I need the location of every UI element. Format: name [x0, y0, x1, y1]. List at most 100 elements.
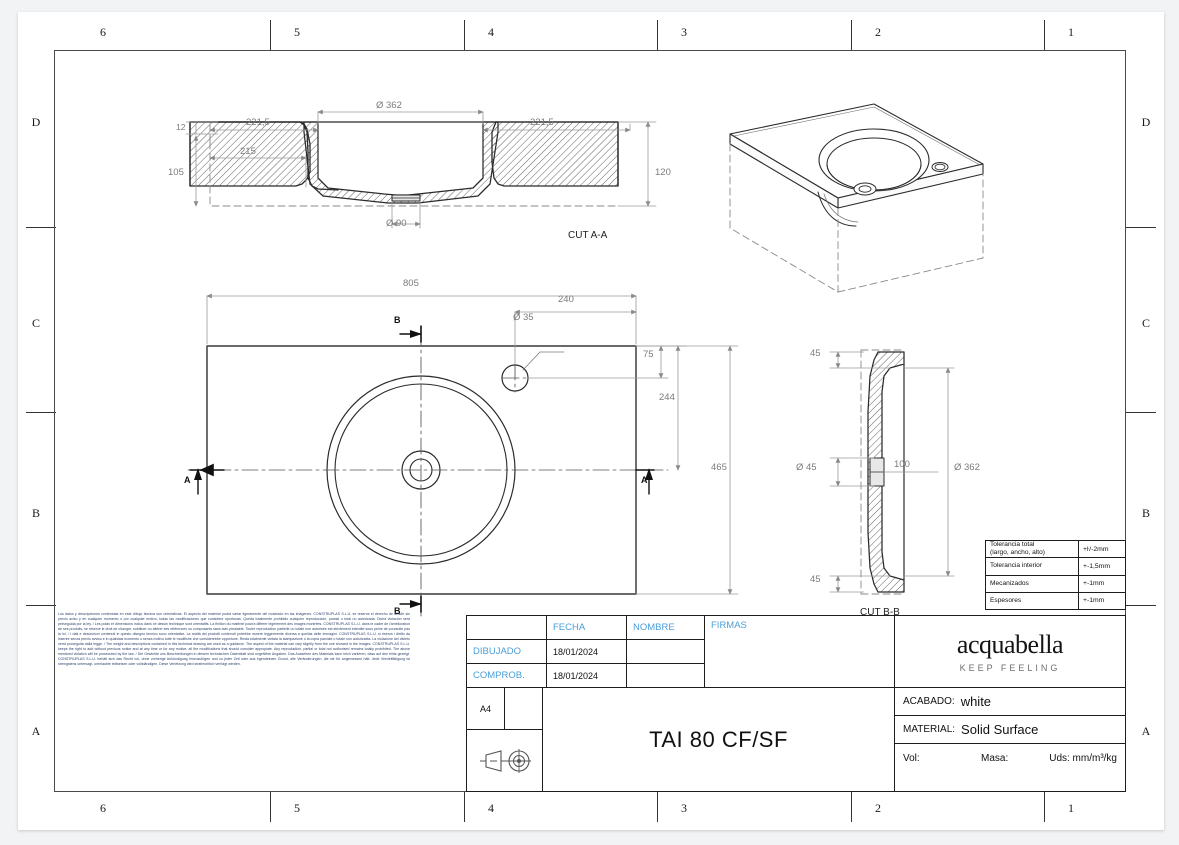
legal-disclaimer: Los datos y descripciones contenidas en …	[58, 612, 410, 762]
revision-label-dibujado: DIBUJADO	[467, 640, 546, 664]
zone-bottom-2: 2	[875, 801, 881, 815]
tolerance-key-line2: (largo, ancho, alto)	[990, 549, 1045, 557]
dim-bowl-dia: Ø 362	[376, 100, 402, 111]
format-row: A4	[467, 688, 542, 730]
brand-logo: acquabella KEEP FEELING	[895, 616, 1125, 688]
dim-bb-bottom-45: 45	[810, 574, 821, 585]
revision-header-firmas: FIRMAS	[711, 620, 747, 631]
units-row: Vol: Masa: Uds: mm/m³/kg	[895, 744, 1125, 772]
zone-left-b: B	[31, 506, 40, 520]
revision-header-fecha: FECHA	[547, 616, 626, 640]
zone-right-c: C	[1141, 316, 1150, 330]
zone-bottom-5: 5	[294, 801, 300, 815]
zone-left-c: C	[31, 316, 40, 330]
tolerance-key: Espesores	[986, 592, 1079, 609]
revision-table: DIBUJADO COMPROB. FECHA 18/01/2024 18/01…	[467, 616, 894, 688]
tolerance-key-line1: Espesores	[990, 596, 1022, 604]
drawing-sheet: 6 5 4 3 2 1 6 5 4 3 2 1 D C B A D C B A	[18, 12, 1164, 830]
tolerance-row: Tolerancia total (largo, ancho, alto) +ŀ…	[986, 541, 1125, 559]
revision-col-nombre: NOMBRE	[627, 616, 705, 687]
section-bb-dimensions	[829, 351, 955, 593]
dim-thickness: 12	[176, 122, 186, 132]
zone-top-3: 3	[681, 25, 687, 39]
dim-bb-top-45: 45	[810, 348, 821, 359]
section-mark-a-left: A	[184, 475, 191, 485]
zone-top-6: 6	[100, 25, 106, 39]
finish-row: ACABADO: white	[895, 688, 1125, 716]
zone-top-1: 1	[1068, 25, 1074, 39]
brand-tagline: KEEP FEELING	[959, 663, 1061, 673]
legal-text: Los datos y descripciones contenidas en …	[58, 612, 410, 667]
tolerance-value: +ŀ/-2mm	[1083, 545, 1109, 553]
dim-tap-from-top: 75	[643, 349, 654, 360]
dim-overall-width: 805	[403, 278, 419, 289]
revision-label-comprob: COMPROB.	[473, 670, 525, 681]
tolerance-value: +-1,5mm	[1083, 563, 1111, 571]
finish-value: white	[960, 694, 992, 709]
section-mark-b-bottom: B	[394, 606, 401, 616]
volume-label: Vol:	[903, 752, 920, 764]
tolerance-key: Mecanizados	[986, 575, 1079, 592]
dim-height-120: 120	[655, 167, 671, 178]
title-block: DIBUJADO COMPROB. FECHA 18/01/2024 18/01…	[466, 615, 1126, 792]
zone-bottom-4: 4	[488, 801, 494, 815]
revision-col-label: DIBUJADO COMPROB.	[467, 616, 547, 687]
format-blank-cell	[505, 688, 542, 729]
technical-drawing-canvas	[185, 103, 984, 618]
revision-fecha-dibujado: 18/01/2024	[547, 640, 626, 664]
tolerance-key: Tolerancia total (largo, ancho, alto)	[986, 541, 1079, 558]
revision-col-firmas: FIRMAS	[705, 616, 894, 687]
zone-right-a: A	[1141, 724, 1151, 738]
projection-symbol-cell	[467, 730, 542, 791]
brand-name: acquabella	[956, 630, 1064, 659]
title-block-bottom: A4	[467, 688, 894, 791]
zone-left-a: A	[31, 724, 41, 738]
section-mark-b-top: B	[394, 315, 401, 325]
zone-bottom-1: 1	[1068, 801, 1074, 815]
format-and-projection: A4	[467, 688, 543, 791]
zone-top-5: 5	[294, 25, 300, 39]
section-bb-label: CUT B-B	[860, 607, 900, 618]
dim-bb-inner-dia: Ø 45	[796, 462, 817, 473]
zone-top-2: 2	[875, 25, 881, 39]
dim-inner-left: 215	[240, 146, 256, 157]
revision-fecha-comprob: 18/01/2024	[553, 670, 599, 681]
dim-height-105: 105	[168, 167, 184, 178]
revision-col-fecha: FECHA 18/01/2024 18/01/2024	[547, 616, 627, 687]
first-angle-projection-icon	[479, 748, 531, 773]
zone-right-b: B	[1141, 506, 1150, 520]
tolerance-key-line1: Tolerancia total	[990, 541, 1035, 548]
revision-nombre-comprob	[627, 664, 704, 687]
dim-tap-hole-dia: Ø 35	[513, 312, 534, 323]
zone-left-d: D	[31, 115, 41, 129]
drawing-title: TAI 80 CF/SF	[649, 726, 788, 752]
tolerance-row: Tolerancia interior +-1,5mm	[986, 558, 1125, 576]
revision-nombre-dibujado	[627, 640, 704, 664]
units-label: Uds: mm/m³/kg	[1049, 752, 1117, 764]
title-block-left: DIBUJADO COMPROB. FECHA 18/01/2024 18/01…	[467, 616, 895, 791]
section-aa-dimensions	[185, 109, 657, 229]
zone-right-d: D	[1141, 115, 1151, 129]
dim-left-flat: 221,5	[246, 117, 270, 128]
section-mark-a-right: A	[641, 475, 648, 485]
section-aa-label: CUT A-A	[568, 230, 608, 241]
finish-label: ACABADO:	[903, 696, 955, 707]
units-inner: Vol: Masa: Uds: mm/m³/kg	[903, 753, 1125, 764]
title-block-right: acquabella KEEP FEELING ACABADO: white M…	[895, 616, 1125, 791]
drawing-title-cell: TAI 80 CF/SF	[543, 688, 894, 791]
isometric-view-geometry	[729, 103, 984, 293]
tolerance-value: +-1mm	[1083, 597, 1105, 605]
tolerance-key: Tolerancia interior	[986, 558, 1079, 575]
zone-bottom-6: 6	[100, 801, 106, 815]
dim-tap-offset: 240	[558, 294, 574, 305]
tolerance-key-line1: Tolerancia interior	[990, 562, 1043, 570]
revision-header-blank	[467, 616, 546, 640]
tolerance-row: Espesores +-1mm	[986, 592, 1125, 609]
plan-view-geometry	[187, 329, 669, 618]
tolerance-value: +-1mm	[1083, 580, 1105, 588]
paper-format: A4	[467, 688, 505, 729]
tolerance-key-line1: Mecanizados	[990, 579, 1029, 587]
dim-bb-depth-100: 100	[894, 459, 910, 470]
zone-bottom-3: 3	[681, 801, 687, 815]
tolerance-table: Tolerancia total (largo, ancho, alto) +ŀ…	[985, 540, 1126, 610]
